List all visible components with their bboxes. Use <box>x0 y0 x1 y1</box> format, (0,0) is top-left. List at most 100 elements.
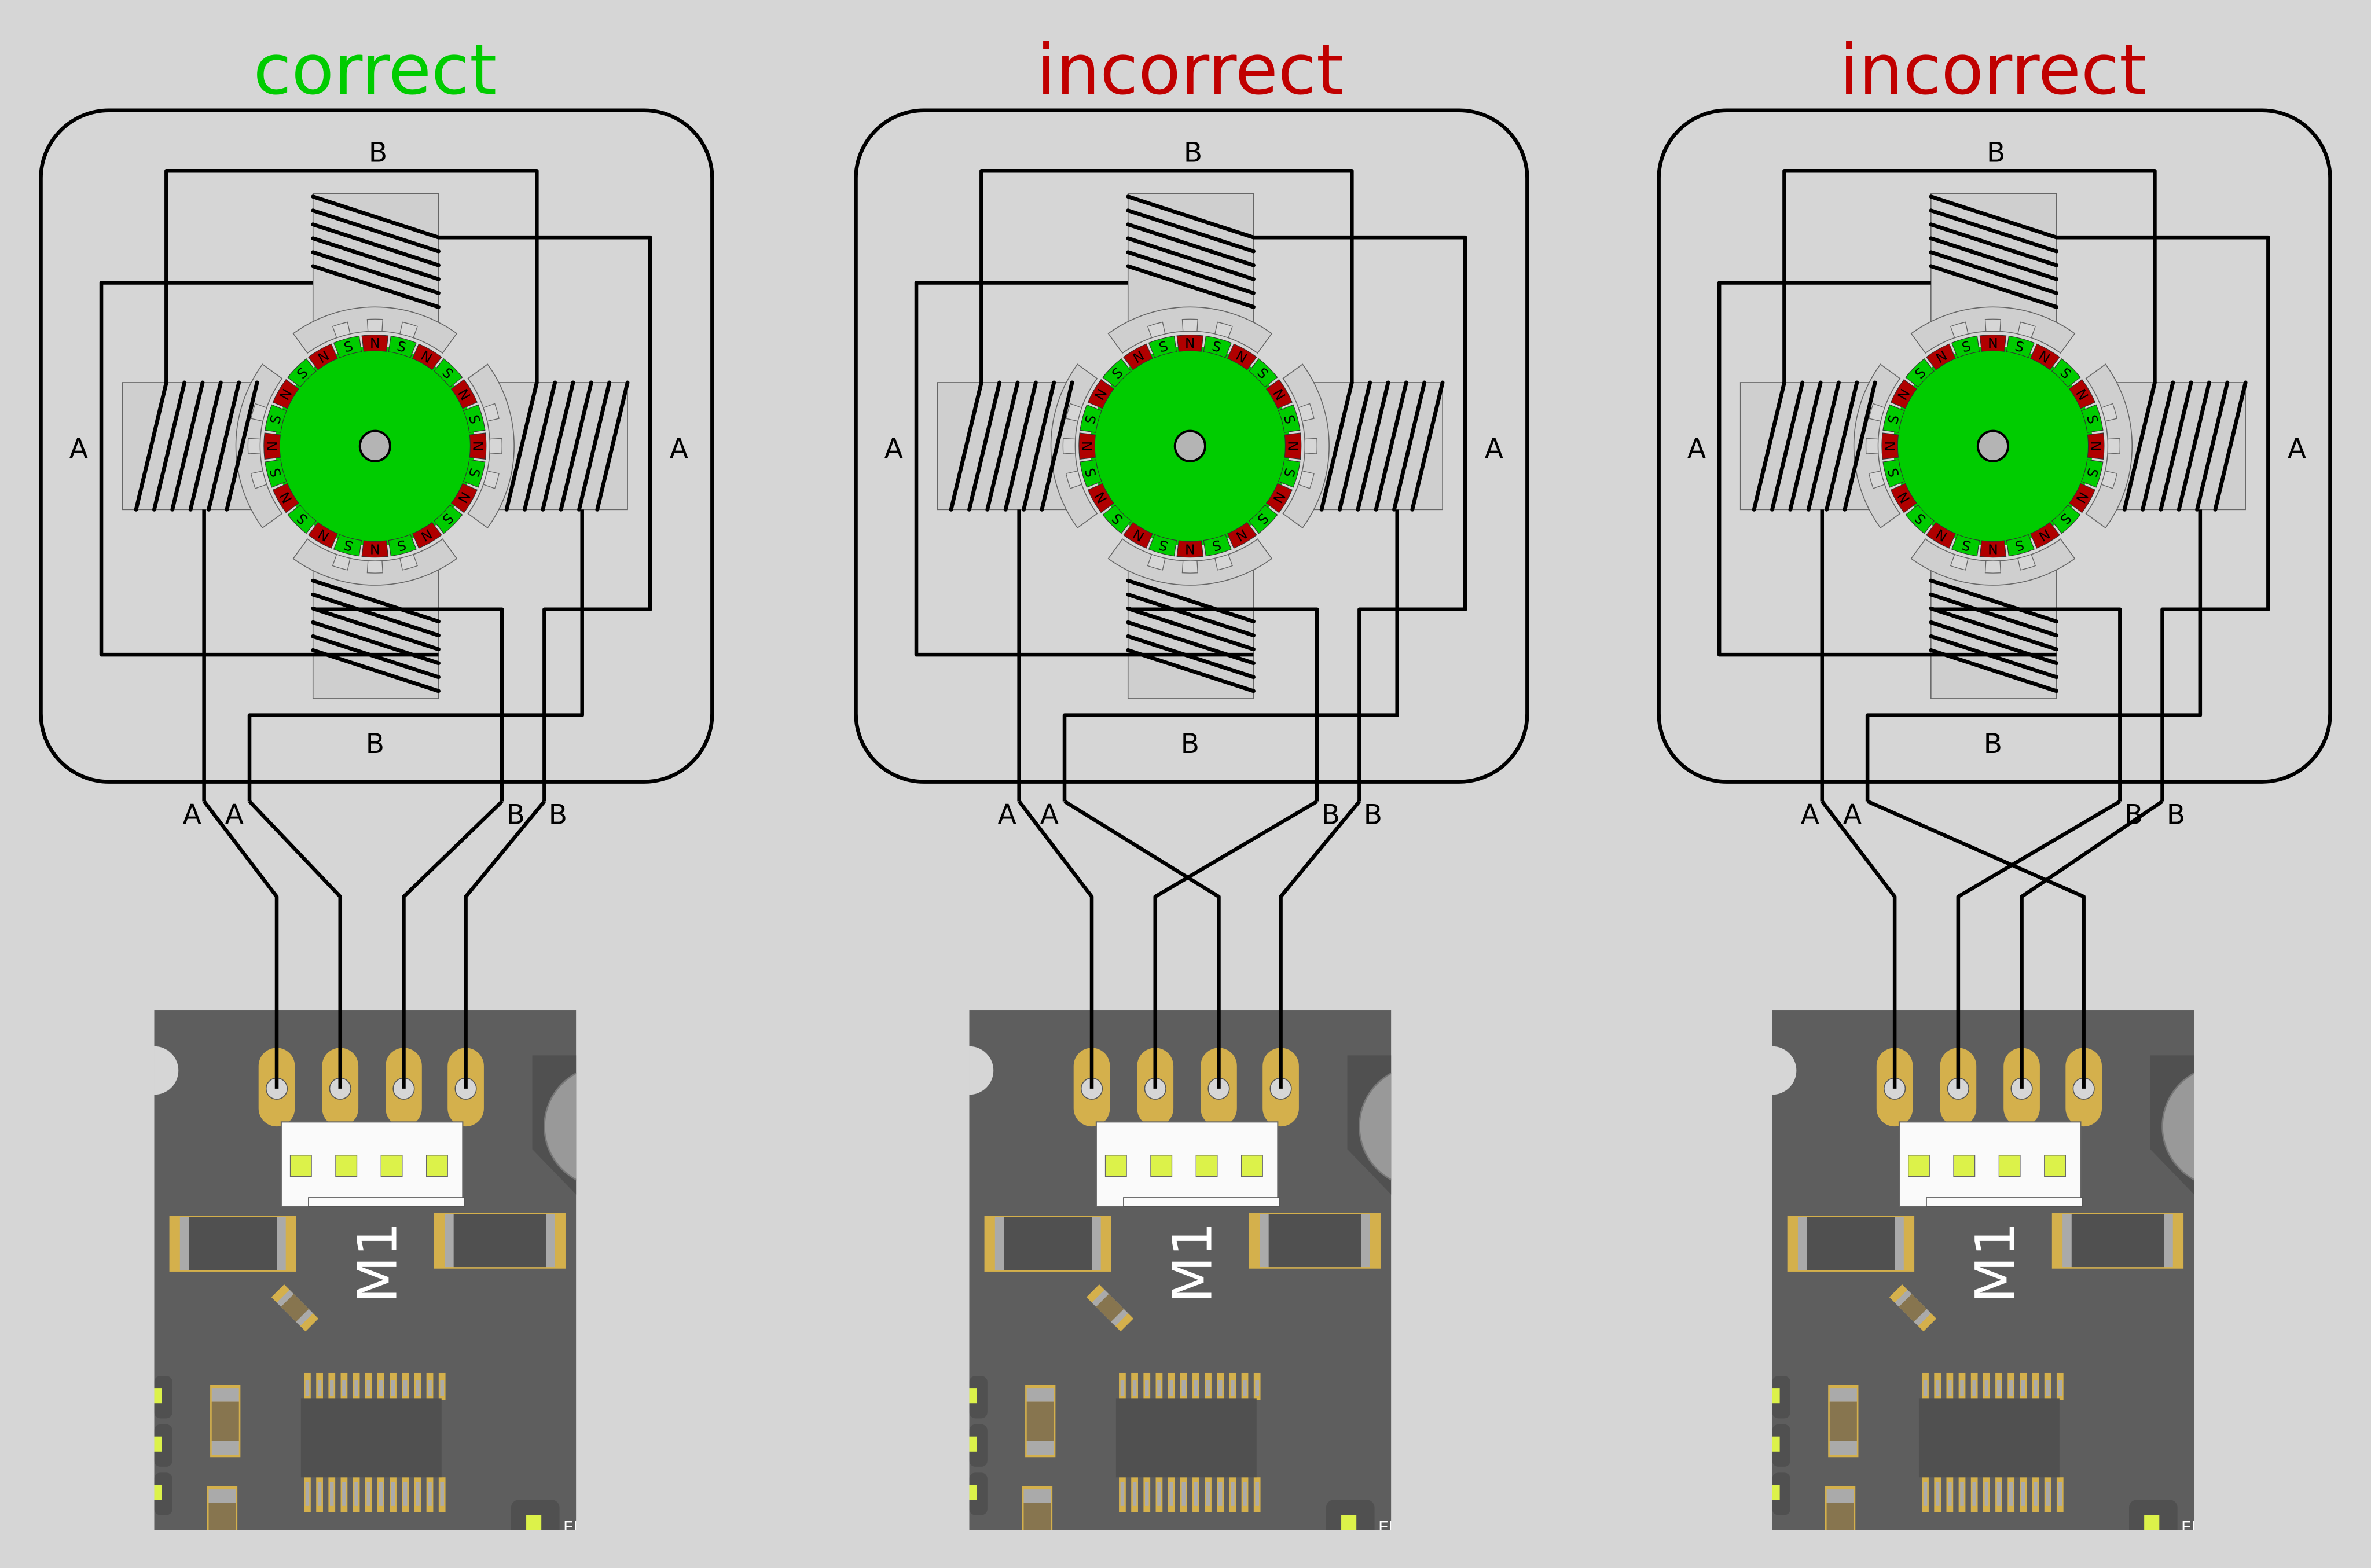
magnet-north <box>272 379 299 409</box>
magnet-pole-label: S <box>1960 338 1973 356</box>
coil-turn-left <box>1825 380 1859 512</box>
coil-turn-top <box>1126 236 1256 281</box>
coil-turn-top <box>1929 236 2059 281</box>
coil-turn-right <box>577 380 612 512</box>
magnet-south <box>1203 336 1232 358</box>
mounting-notch <box>1772 1046 1797 1095</box>
shoe-notch <box>399 321 418 339</box>
coil-turn-top <box>1126 264 1256 309</box>
coil-turn-bottom <box>1929 578 2059 624</box>
shoe-notch <box>2017 321 2036 339</box>
coil-turn-right <box>1338 380 1372 512</box>
header-pin-pad <box>154 1436 162 1452</box>
connector-pin <box>2044 1155 2066 1177</box>
coil-turn-right <box>1410 380 1445 512</box>
connector-latch <box>308 1197 465 1207</box>
coil-turn-top <box>311 208 441 254</box>
header-pin-pad <box>969 1436 977 1452</box>
coil-label-right: A <box>670 434 688 465</box>
smd-capacitor <box>1022 1486 1053 1530</box>
magnet-pole-label: S <box>267 467 285 479</box>
magnet-pole-label: S <box>1082 413 1100 426</box>
mounting-notch <box>154 1046 179 1095</box>
magnet-pole-label: N <box>370 335 380 351</box>
coil-label-bottom: B <box>366 728 384 760</box>
magnet-south <box>433 358 463 388</box>
magnet-south <box>2051 358 2081 388</box>
power-resistor <box>169 1216 296 1272</box>
coil-turn-right <box>1374 380 1408 512</box>
enable-pin <box>2144 1515 2160 1530</box>
shoe-notch <box>1214 553 1233 571</box>
magnet-pole-label: S <box>465 467 483 479</box>
shoe-notch <box>489 438 502 454</box>
magnet-south <box>463 459 486 488</box>
coil-turn-bottom <box>1929 648 2059 693</box>
coil-wire <box>438 235 652 802</box>
coil-turn-right <box>559 380 593 512</box>
magnet-north <box>263 432 281 460</box>
coil-turn-left <box>170 380 205 512</box>
magnet-north <box>1926 522 1956 549</box>
lead-label: A <box>1843 799 1862 831</box>
magnet-pole-label: S <box>1157 338 1170 356</box>
coil-turn-bottom <box>1126 648 1256 693</box>
coil-wire <box>979 168 1354 383</box>
coil-wire <box>1782 168 2157 383</box>
magnet-north <box>1227 343 1257 370</box>
coil-turn-top <box>311 236 441 281</box>
coil-turn-left <box>985 380 1020 512</box>
power-resistor <box>1787 1216 1915 1272</box>
header-pin <box>154 1376 172 1419</box>
magnet-pole-label: S <box>2013 338 2026 356</box>
magnet-north <box>1265 379 1293 409</box>
lead-label: A <box>1801 799 1819 831</box>
coil-turn-bottom <box>1929 634 2059 680</box>
coil-turn-left <box>967 380 1002 512</box>
coil-label-left: A <box>1687 434 1706 465</box>
shoe-notch <box>1147 553 1166 571</box>
coil-turn-left <box>207 380 241 512</box>
coil-wire <box>99 281 439 657</box>
shoe-notch <box>1984 560 2002 574</box>
magnet-north <box>1078 432 1096 460</box>
lead-label: B <box>2167 799 2185 831</box>
shoe-notch <box>1950 321 1969 339</box>
header-pin <box>1772 1376 1790 1419</box>
coil-label-top: B <box>1184 137 1202 169</box>
shoe-notch <box>483 470 500 489</box>
magnet-south <box>1248 504 1278 534</box>
coil-turn-bottom <box>1126 592 1256 638</box>
coil-turn-right <box>2141 380 2175 512</box>
magnet-south <box>2051 504 2081 534</box>
coil-turn-bottom <box>311 606 441 652</box>
board-label: M1 <box>346 1222 409 1303</box>
smd-capacitor <box>1828 1385 1859 1458</box>
header-pin <box>154 1472 172 1515</box>
coil-turn-left <box>188 380 223 512</box>
shoe-notch <box>1065 470 1082 489</box>
header-pin-pad <box>154 1388 162 1404</box>
coil-turn-right <box>2177 380 2211 512</box>
shoe-notch <box>1181 560 1198 574</box>
magnet-north <box>1890 379 1917 409</box>
magnet-pole-label: S <box>1885 467 1903 479</box>
coil-wire <box>914 281 1254 657</box>
driver-ic <box>1115 1372 1261 1512</box>
magnet-south <box>265 404 287 433</box>
magnet-south <box>333 336 362 358</box>
driver-ic <box>1918 1372 2064 1512</box>
coil-turn-left <box>1752 380 1786 512</box>
coil-turn-top <box>1929 250 2059 295</box>
connector-pin <box>425 1155 448 1177</box>
shoe-notch <box>1868 403 1885 422</box>
panel-title: correct <box>253 30 497 111</box>
magnet-north <box>1284 432 1302 460</box>
magnet-north <box>412 522 442 549</box>
magnet-pole-label: N <box>264 441 280 451</box>
connector-pin <box>1150 1155 1173 1177</box>
magnet-pole-label: S <box>2083 413 2101 426</box>
